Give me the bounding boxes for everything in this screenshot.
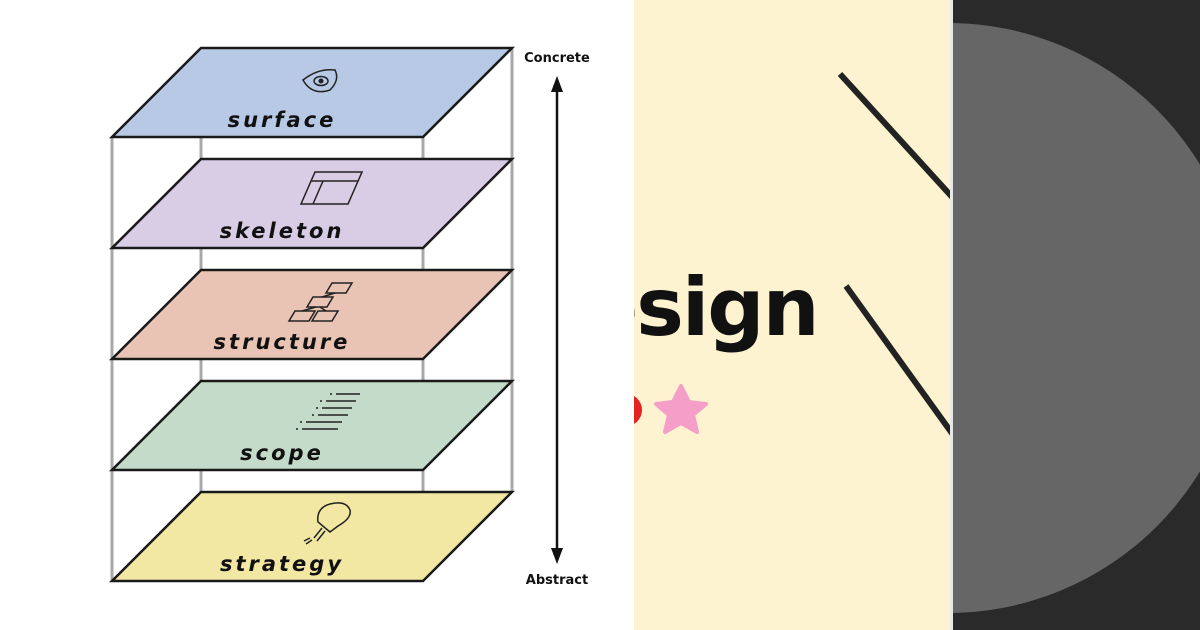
axis-arrow-down (551, 548, 563, 564)
layer-label-strategy: strategy (220, 552, 344, 576)
layer-label-structure: structure (214, 330, 351, 354)
dark-panel-graphic (953, 0, 1200, 630)
abstraction-axis: Concrete Abstract (524, 51, 590, 588)
banner-decoration (634, 0, 950, 630)
plane-surface (108, 46, 516, 139)
grey-circle (953, 23, 1200, 613)
banner-panel: esign (634, 0, 950, 630)
diagram-canvas: surface skeleton structure (108, 46, 590, 588)
list-icon (296, 393, 360, 430)
panel-divider (950, 0, 953, 630)
eye-icon (302, 68, 338, 93)
lightbulb-icon (303, 502, 351, 545)
layer-label-skeleton: skeleton (220, 219, 345, 243)
layer-label-surface: surface (228, 108, 337, 132)
layer-label-scope: scope (240, 441, 324, 465)
plane-structure (108, 268, 516, 361)
layer-strategy: strategy (108, 490, 516, 583)
layer-structure: structure (108, 268, 516, 361)
layer-skeleton: skeleton (108, 157, 516, 250)
dark-panel (953, 0, 1200, 630)
axis-label-abstract: Abstract (526, 573, 588, 588)
red-dot (634, 396, 642, 424)
axis-label-concrete: Concrete (524, 51, 590, 66)
plane-scope (108, 379, 516, 472)
axis-arrow-up (551, 76, 563, 92)
pink-star-icon (654, 384, 708, 434)
diagonal-line-upper (837, 71, 950, 200)
layer-scope: scope (108, 379, 516, 472)
ux-planes-diagram: surface skeleton structure (108, 46, 591, 588)
diagonal-line-lower (843, 284, 950, 436)
banner-background (634, 0, 950, 630)
banner-title: esign (634, 261, 820, 354)
plane-strategy (108, 490, 516, 583)
wireframe-icon (299, 171, 364, 205)
layer-surface: surface (108, 46, 516, 139)
sitemap-icon (287, 282, 354, 322)
